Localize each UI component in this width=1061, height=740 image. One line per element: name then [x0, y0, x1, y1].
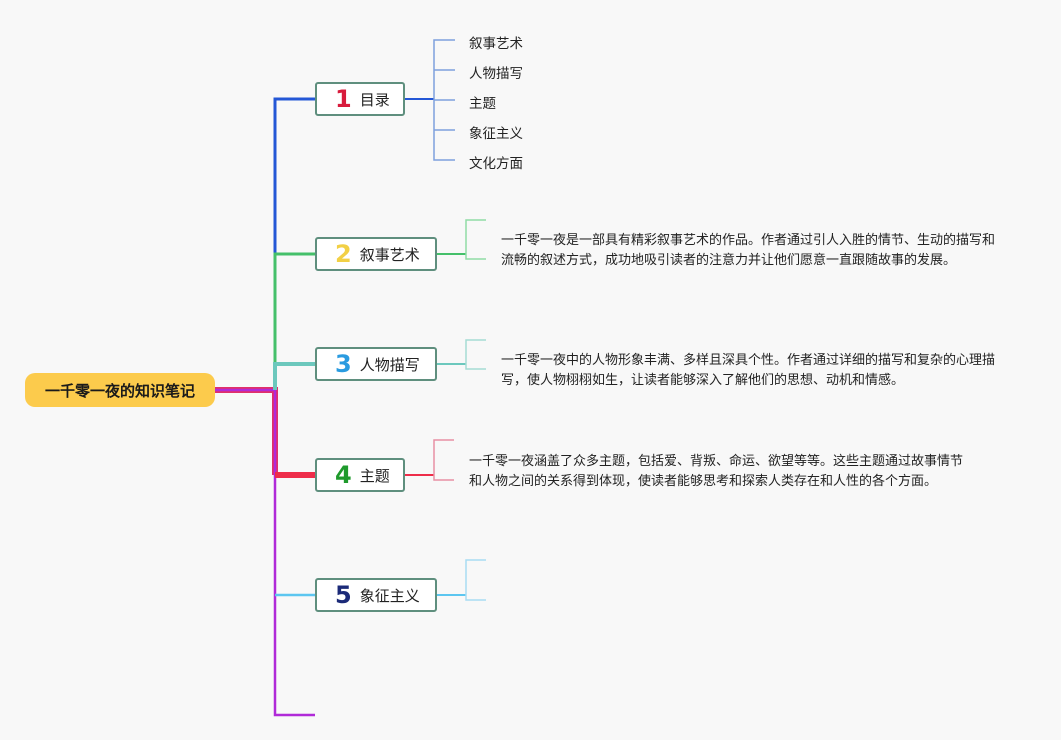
topic-description-2[interactable]: 一千零一夜是一部具有精彩叙事艺术的作品。作者通过引人入胜的情节、生动的描写和流畅…: [501, 233, 996, 268]
number-badge: 2: [335, 240, 352, 268]
branch-5-desc-bracket: [465, 559, 486, 601]
root-connector-inner: [215, 388, 315, 717]
branch-1-child-bracket: [433, 39, 455, 161]
branch-2-desc-bracket: [465, 219, 486, 260]
branch-1-connector: [273, 97, 315, 390]
root-topic[interactable]: 一千零一夜的知识笔记: [25, 373, 215, 407]
root-connector: [215, 387, 278, 475]
topic-label: 叙事艺术: [359, 245, 420, 264]
root-topic-label: 一千零一夜的知识笔记: [44, 381, 195, 400]
topic-node-5[interactable]: 5 象征主义: [315, 578, 437, 612]
subtopic-item[interactable]: 象征主义: [469, 126, 523, 142]
topic-label: 人物描写: [359, 355, 420, 374]
number-badge: 5: [335, 581, 352, 609]
branch-3-connector: [273, 362, 315, 390]
topic-node-2[interactable]: 2 叙事艺术: [315, 237, 437, 271]
number-badge: 4: [335, 461, 352, 489]
number-badge: 3: [335, 350, 352, 378]
subtopic-item[interactable]: 叙事艺术: [469, 36, 523, 52]
branch-3-desc-bracket: [465, 339, 486, 370]
subtopic-item[interactable]: 文化方面: [469, 156, 523, 172]
subtopic-item[interactable]: 主题: [469, 96, 496, 112]
number-badge: 1: [335, 85, 352, 113]
topic-label: 目录: [359, 90, 390, 109]
subtopic-item[interactable]: 人物描写: [469, 66, 523, 82]
topic-node-1[interactable]: 1 目录: [315, 82, 405, 116]
topic-node-3[interactable]: 3 人物描写: [315, 347, 437, 381]
branch-2-connector: [273, 252, 315, 390]
topic-node-4[interactable]: 4 主题: [315, 458, 405, 492]
topic-label: 主题: [359, 466, 390, 485]
topic-label: 象征主义: [359, 586, 420, 605]
topic-description-3[interactable]: 一千零一夜中的人物形象丰满、多样且深具个性。作者通过详细的描写和复杂的心理描写，…: [501, 353, 996, 388]
branch-4-desc-bracket: [433, 439, 454, 481]
topic-description-4[interactable]: 一千零一夜涵盖了众多主题，包括爱、背叛、命运、欲望等等。这些主题通过故事情节和人…: [469, 454, 964, 489]
